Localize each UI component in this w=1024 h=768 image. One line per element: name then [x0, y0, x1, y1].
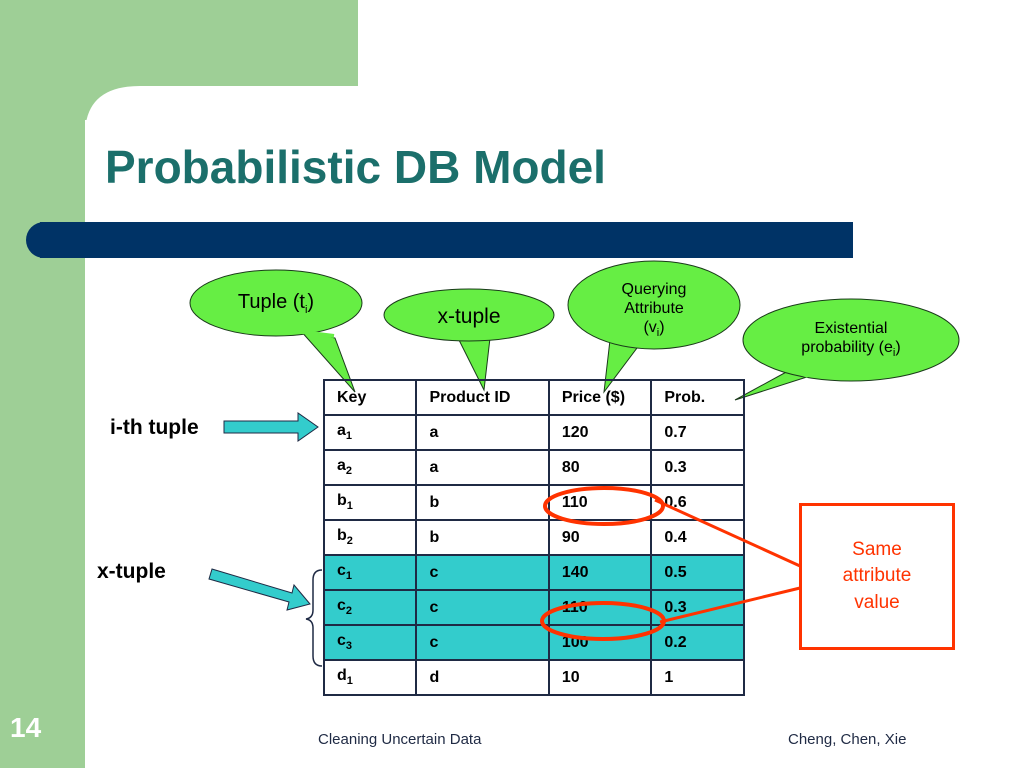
cell-prob: 1 [650, 659, 745, 696]
cell-price: 110 [547, 484, 653, 521]
key-subscript: 2 [345, 605, 353, 618]
key-letter: b [337, 492, 347, 510]
header-product-id: Product ID [415, 379, 550, 416]
xtuple-brace [305, 569, 323, 667]
cell-prob: 0.3 [650, 449, 745, 486]
cell-price: 120 [547, 414, 653, 451]
cell-product-id: d [415, 659, 550, 696]
key-letter: c [337, 632, 346, 650]
key-letter: a [337, 457, 346, 475]
key-subscript: 1 [345, 570, 353, 583]
slide-number: 14 [10, 712, 42, 743]
key-subscript: 1 [345, 430, 353, 443]
cell-key: a1 [322, 414, 418, 451]
tuple-callout [189, 269, 363, 393]
tuple-callout-text: Tuple (ti) [237, 291, 315, 316]
header-key: Key [322, 379, 418, 416]
cell-price: 90 [547, 519, 653, 556]
cell-prob: 0.3 [650, 589, 745, 626]
cell-key: c3 [322, 624, 418, 661]
ith-tuple-arrow [223, 412, 319, 442]
table-header-row: Key Product ID Price ($) Prob. [322, 379, 745, 416]
querying-callout-text: Querying Attribute (vi) [621, 281, 687, 340]
key-subscript: 1 [346, 675, 353, 688]
cell-price: 110 [547, 589, 653, 626]
header-prob: Prob. [650, 379, 745, 416]
xtuple-arrow [208, 568, 311, 611]
key-subscript: 2 [346, 535, 353, 548]
cell-product-id: c [415, 624, 550, 661]
footer-left: Cleaning Uncertain Data [318, 731, 482, 748]
same-attribute-value-box: Same attribute value [799, 503, 955, 650]
ith-tuple-label: i-th tuple [110, 416, 199, 439]
key-subscript: 3 [345, 640, 353, 653]
cell-key: c2 [322, 589, 418, 626]
cell-prob: 0.2 [650, 624, 745, 661]
key-letter: b [337, 527, 347, 545]
xtuple-side-label: x-tuple [97, 560, 166, 583]
cell-price: 100 [547, 624, 653, 661]
cell-product-id: b [415, 519, 550, 556]
slide-title: Probabilistic DB Model [105, 141, 606, 193]
cell-product-id: c [415, 589, 550, 626]
cell-product-id: b [415, 484, 550, 521]
cell-key: b1 [322, 484, 418, 521]
footer-right: Cheng, Chen, Xie [788, 731, 907, 748]
existential-callout [734, 298, 960, 401]
cell-prob: 0.7 [650, 414, 745, 451]
cell-prob: 0.4 [650, 519, 745, 556]
key-subscript: 2 [345, 465, 353, 478]
cell-price: 80 [547, 449, 653, 486]
key-letter: c [337, 597, 346, 615]
cell-key: d1 [322, 659, 418, 696]
xtuple-callout-text: x-tuple [437, 305, 501, 328]
header-price: Price ($) [547, 379, 653, 416]
cell-prob: 0.6 [650, 484, 745, 521]
cell-key: c1 [322, 554, 418, 591]
key-letter: c [337, 562, 346, 580]
cell-key: b2 [322, 519, 418, 556]
cell-product-id: a [415, 414, 550, 451]
cell-key: a2 [322, 449, 418, 486]
cell-price: 10 [547, 659, 653, 696]
querying-callout [567, 260, 741, 394]
key-letter: a [337, 422, 346, 440]
cell-product-id: a [415, 449, 550, 486]
left-green-panel [0, 0, 85, 768]
existential-callout-text: Existential probability (ei) [801, 320, 901, 360]
cell-product-id: c [415, 554, 550, 591]
cell-price: 140 [547, 554, 653, 591]
key-letter: d [337, 667, 347, 685]
key-subscript: 1 [346, 500, 353, 513]
cell-prob: 0.5 [650, 554, 745, 591]
xtuple-callout [383, 288, 555, 392]
